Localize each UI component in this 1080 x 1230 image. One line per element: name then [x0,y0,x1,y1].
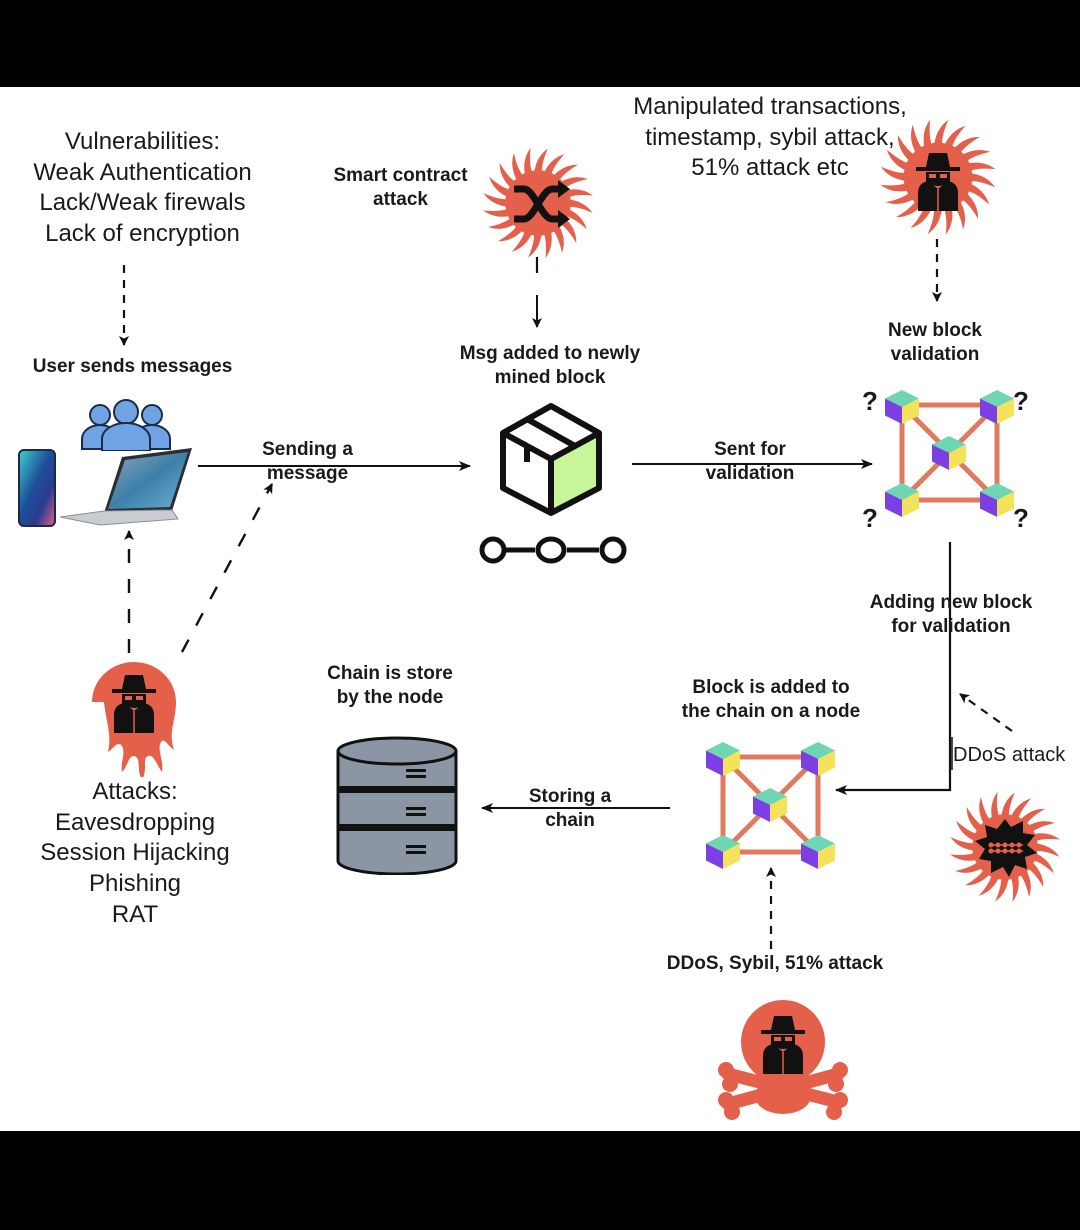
cube-icon [932,436,966,470]
storing-chain-label: Storing a chain [528,786,612,831]
cube-icon [706,742,740,776]
dotted-line-pattern [988,842,1023,854]
question-mark-tr: ? [1013,386,1029,416]
validation-network-icon [885,390,1014,517]
user-sends-messages-label: User sends messages [32,356,233,377]
new-block-validation-label: New block validation [888,320,982,365]
question-mark-br: ? [1013,503,1029,533]
smartphone-icon [18,449,56,527]
validation-cubes [885,390,1014,517]
vulnerabilities-label: Vulnerabilities: Weak Authentication Lac… [33,128,252,248]
ddos-virus-threat-icon [950,792,1060,902]
user-attacker-threat-icon [92,662,176,777]
laptop-icon [60,448,192,526]
hacker-icon [916,153,960,211]
database-icon [336,736,458,875]
sent-for-validation-label: Sent for validation [705,439,795,484]
smart-contract-attack-label: Smart contract attack [333,165,468,210]
arrow-ddos-to-elbow [959,693,1013,732]
question-mark-bl: ? [862,503,878,533]
node-cubes [706,742,835,869]
arrow-attacker-to-message [180,483,274,653]
chain-node-network-icon [706,742,835,869]
shuffle-icon [514,185,560,223]
adding-new-block-label: Adding new block for validation [869,592,1033,637]
skull-attacker-threat-icon [718,1000,848,1120]
smart-contract-threat-icon [483,148,593,258]
connectors-layer [119,239,1013,949]
msg-added-label: Msg added to newly mined block [459,343,641,388]
chain-nodes-icon [479,536,627,564]
cube-icon [980,483,1014,517]
cube-icon [801,835,835,869]
hacker-icon [761,1016,805,1074]
ddos-attack-label: DDoS attack [953,744,1066,766]
hacker-icon [112,675,156,733]
chain-store-label: Chain is store by the node [327,663,453,708]
cube-icon [885,483,919,517]
cube-icon [885,390,919,424]
cube-icon [801,742,835,776]
diagram-canvas: Vulnerabilities: Weak Authentication Lac… [0,87,1080,1131]
block-added-label: Block is added to the chain on a node [681,677,861,722]
ddos-sybil-label: DDoS, Sybil, 51% attack [666,953,884,974]
users-group-icon [81,399,171,451]
cube-icon [706,835,740,869]
cube-icon [980,390,1014,424]
sending-message-label: Sending a message [262,439,353,484]
attacks-list-label: Attacks: Eavesdropping Session Hijacking… [40,778,230,928]
arrow-adding-new-block [835,542,952,795]
manipulated-transactions-label: Manipulated transactions, timestamp, syb… [633,93,907,182]
cube-icon [753,788,787,822]
consensus-hacker-threat-icon [880,119,996,235]
question-mark-tl: ? [862,386,878,416]
mined-block-box-icon [500,403,602,516]
